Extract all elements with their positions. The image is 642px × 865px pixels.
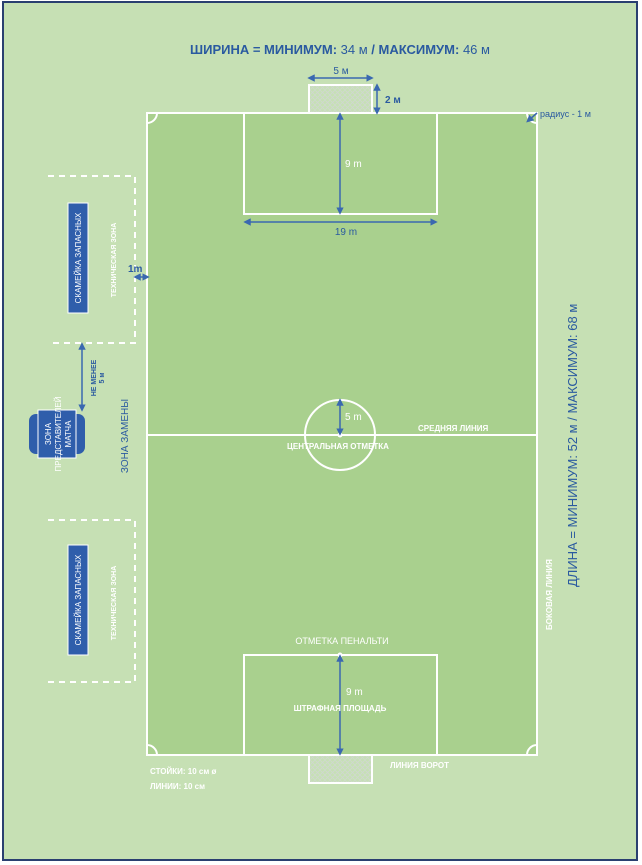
substitution-zone-label: ЗОНА ЗАМЕНЫ — [120, 399, 131, 473]
officials-zone-label-3: МАТЧА — [64, 420, 73, 448]
bench-bottom — [67, 544, 89, 656]
corner-arc-bottom-right — [526, 744, 538, 756]
lines-label: ЛИНИИ: 10 см — [150, 782, 205, 791]
bottom-goal — [308, 754, 373, 784]
technical-zone-top-outline — [48, 175, 136, 344]
center-mark-label: ЦЕНТРАЛЬНАЯ ОТМЕТКА — [287, 442, 389, 451]
technical-zone-bottom-label: ТЕХНИЧЕСКАЯ ЗОНА — [111, 566, 118, 641]
corner-radius-label: радиус - 1 м — [540, 109, 591, 119]
length-title: ДЛИНА = МИНИМУМ: 52 м / МАКСИМУМ: 68 м — [565, 304, 580, 587]
penalty-mark-label: ОТМЕТКА ПЕНАЛЬТИ — [295, 636, 388, 646]
halfway-line-label: СРЕДНЯЯ ЛИНИЯ — [418, 424, 489, 433]
posts-label: СТОЙКИ: 10 см ø — [150, 767, 216, 776]
penalty-area-label: ШТРАФНАЯ ПЛОЩАДЬ — [294, 704, 387, 713]
officials-zone-label-1: ЗОНА — [44, 422, 53, 445]
touchline-label: БОКОВАЯ ЛИНИЯ — [545, 559, 554, 630]
technical-zone-top-label: ТЕХНИЧЕСКАЯ ЗОНА — [111, 223, 118, 298]
top-box-depth-label: 9 m — [345, 159, 362, 170]
top-goal — [308, 84, 373, 114]
center-mark-dot — [337, 432, 343, 438]
width-title: ШИРИНА = МИНИМУМ: 34 м / МАКСИМУМ: 46 м — [190, 42, 490, 57]
penalty-mark-dot — [337, 652, 343, 658]
goal-line-label: ЛИНИЯ ВОРОТ — [390, 761, 449, 770]
bottom-box-depth-label: 9 m — [346, 687, 363, 698]
technical-zone-bottom-outline — [48, 519, 136, 683]
corner-radius-pointer — [526, 112, 538, 123]
corner-arc-top-left — [146, 112, 158, 124]
officials-zone — [29, 409, 85, 459]
bench-top-label: СКАМЕЙКА ЗАПАСНЫХ — [74, 212, 83, 303]
officials-zone-label-2: ПРЕДСТАВИТЕЛЕЙ — [54, 396, 63, 471]
min-distance-label-1: НЕ МЕНЕЕ — [91, 359, 98, 396]
technical-distance-label: 1m — [128, 264, 143, 275]
goal-width-label: 5 м — [333, 66, 348, 77]
bench-bottom-label: СКАМЕЙКА ЗАПАСНЫХ — [74, 554, 83, 645]
corner-arc-bottom-left — [146, 744, 158, 756]
top-box-width-label: 19 m — [335, 227, 357, 238]
goal-depth-label: 2 м — [385, 95, 401, 106]
bench-top — [67, 202, 89, 314]
center-radius-label: 5 m — [345, 412, 362, 423]
min-distance-label-2: 5 м — [99, 372, 106, 383]
